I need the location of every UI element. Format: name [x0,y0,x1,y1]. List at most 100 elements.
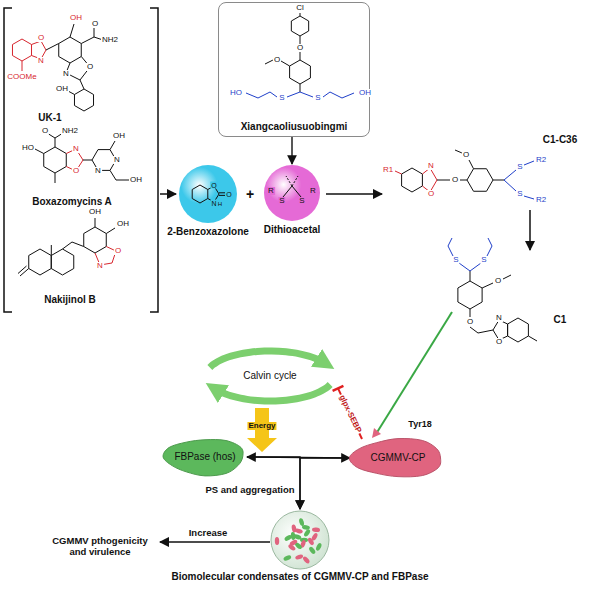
bond-line [292,186,301,197]
atom-label: HO [21,144,35,152]
blob-node: CGMMV-CP [350,437,446,479]
bond-line [469,160,474,169]
atom-label: O [86,63,94,71]
atom-label: HO [229,89,243,97]
binding-line [376,312,452,434]
bond-line [493,180,504,181]
bond-line [35,149,44,154]
protein-particle [312,527,320,532]
bond-line [504,170,516,180]
node-text: Xiangcaoliusuobingmi [223,121,365,133]
atom-label: O [210,182,217,189]
bond-line [20,269,29,277]
bond-line [219,192,225,193]
energy-arrow [247,408,277,452]
protein-particle [294,528,303,534]
bond-line [55,138,56,147]
protein-particle [295,554,304,561]
atom-label: O [41,127,49,135]
atom-label: H [217,201,223,207]
sphere [264,165,320,221]
bond-line [467,169,493,192]
protein-particle [303,528,311,537]
bond-line [482,283,493,288]
bond-line [110,170,129,180]
atom-label: O [495,338,503,346]
atom-label: N [62,70,70,78]
node-text: Calvin cycle [243,370,296,382]
bond-line [300,13,301,16]
atom-label: R1 [382,166,394,174]
caption-label: Increase [188,528,229,538]
connector [247,457,300,509]
caption-label: C1-C36 [542,135,578,145]
protein-particle [283,554,292,561]
bond-line [12,39,31,61]
atom-label: OH [88,208,102,216]
protein-particle [275,537,280,545]
protein-particle [315,542,322,551]
caption-label: CGMMV pthogenicity and virulence [47,535,154,558]
atom-label: R [267,187,275,195]
inhibition-bar [333,386,344,391]
atom-label: S [516,163,523,171]
bond-line [219,195,225,196]
bond-line [192,185,208,203]
caption-label: PS and aggregation [204,485,295,495]
atom-label: O [72,167,80,175]
bond-line [508,318,529,342]
atom-label: O [466,318,474,326]
inhibition-line [338,388,362,439]
atom-label: NH2 [101,36,119,44]
bond-line [528,336,537,341]
atom-label: O [427,190,435,198]
caption-label: + [245,187,255,201]
bond-line [59,37,82,63]
cond-node: Biomolecular condensates of CGMMV-CP and… [160,510,440,583]
bond-line [524,196,534,199]
protein-particle [289,539,298,547]
bond-line [470,309,471,317]
bond-line [503,275,511,279]
atom-label: O [37,34,45,42]
bond-line [281,61,290,66]
atom-label: S [298,197,305,205]
bond-line [291,16,308,36]
protein-particle [302,556,311,565]
bond-line [402,168,423,192]
node-text: Biomolecular condensates of CGMMV-CP and… [160,510,440,583]
bond-line [470,263,481,271]
atom-label: N [427,162,435,170]
chemical-structures [12,13,537,342]
atom-label: O [273,56,281,64]
bond-line [44,147,67,173]
bracket [4,8,12,312]
bond-line [524,161,534,165]
node-text: FBPase (hos) [174,451,235,463]
bond-line [300,52,301,60]
bond-line [286,176,292,186]
bond-line [70,24,74,37]
atom-label: OH [112,132,126,140]
atom-label: O [296,44,304,52]
atom-label: NH2 [61,127,79,135]
bond-line [470,327,493,333]
protein-particle [302,524,311,530]
atom-label: N [96,262,104,270]
atom-label: N [72,145,80,153]
binding-head [372,428,381,438]
cycle-arrow [215,385,331,401]
protein-particle [307,537,315,546]
bond-line [290,60,311,84]
edge-label: glpx-SEBP [337,393,363,435]
bond-line [46,44,59,51]
connector [291,137,292,164]
bracket [150,8,158,312]
bond-line [51,249,74,275]
caption-label: C1 [553,315,568,325]
connector [300,458,350,509]
atom-label: OH [129,176,143,184]
bond-line [246,92,277,98]
bond-line [287,92,300,97]
bond-line [300,92,313,97]
